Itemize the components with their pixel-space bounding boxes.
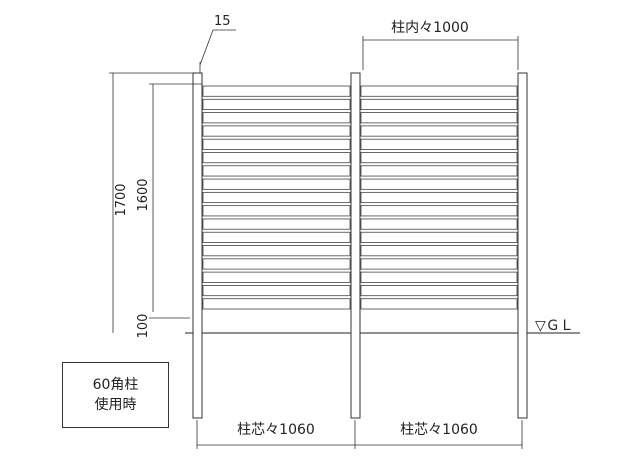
fence-slat — [360, 285, 518, 297]
slats-left-panel — [202, 85, 351, 310]
dim-span-left-label: 柱芯々1060 — [237, 422, 315, 438]
post-center — [350, 72, 361, 419]
fence-slat — [360, 191, 518, 204]
dim-1700-label: 1700 — [114, 183, 129, 216]
note-line-1: 60角柱 — [92, 377, 139, 393]
fence-slat — [202, 125, 351, 137]
fence-slat — [202, 191, 351, 204]
fence-slat — [202, 112, 351, 124]
fence-slat — [202, 178, 351, 190]
post-left — [192, 72, 203, 419]
fence-slat — [202, 271, 351, 283]
fence-slat — [202, 205, 351, 217]
fence-slat — [360, 152, 518, 164]
ground-label: ▽ＧＬ — [535, 318, 574, 334]
note-line-2: 使用時 — [94, 397, 137, 413]
fence-slat — [360, 165, 518, 177]
fence-slat — [360, 85, 518, 97]
dim-inner-label: 柱内々1000 — [391, 20, 469, 36]
fence-slat — [360, 218, 518, 230]
slats-right-panel — [360, 85, 518, 310]
fence-slat — [360, 205, 518, 217]
post-size-note: 60角柱 使用時 — [62, 362, 169, 428]
fence-slat — [202, 165, 351, 177]
dim-15-label: 15 — [214, 14, 231, 29]
fence-slat — [202, 85, 351, 97]
fence-slat — [202, 231, 351, 243]
dim-1600-label: 1600 — [136, 178, 151, 211]
fence-slat — [360, 231, 518, 243]
fence-slat — [360, 271, 518, 283]
leader-15-diag — [199, 29, 214, 66]
dim-span-right-label: 柱芯々1060 — [400, 422, 478, 438]
fence-slat — [360, 298, 518, 310]
fence-slat — [360, 178, 518, 190]
fence-slat — [360, 98, 518, 110]
fence-slat — [202, 258, 351, 270]
fence-slat — [360, 112, 518, 124]
fence-slat — [202, 152, 351, 164]
dim-100-label: 100 — [136, 314, 151, 339]
fence-slat — [360, 258, 518, 270]
fence-slat — [202, 98, 351, 110]
fence-slat — [360, 138, 518, 150]
fence-slat — [202, 218, 351, 230]
fence-slat — [202, 298, 351, 310]
post-right — [517, 72, 528, 419]
fence-slat — [360, 245, 518, 257]
fence-slat — [202, 285, 351, 297]
fence-slat — [202, 245, 351, 257]
fence-slat — [202, 138, 351, 150]
fence-slat — [360, 125, 518, 137]
